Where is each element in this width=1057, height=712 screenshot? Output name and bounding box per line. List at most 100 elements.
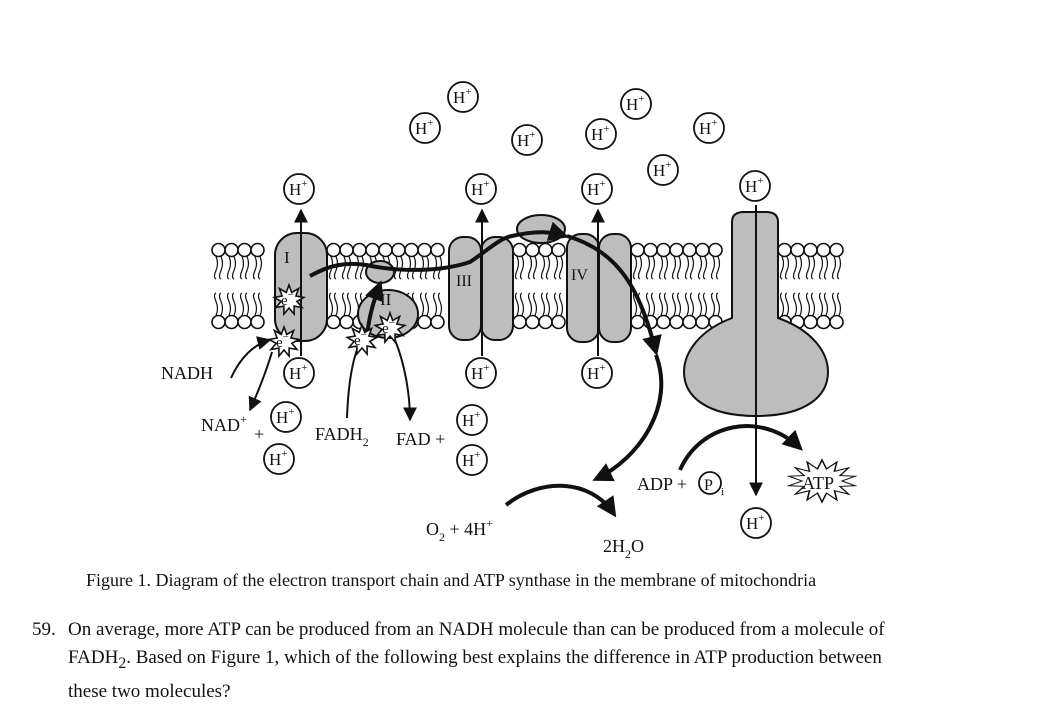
lipid-head	[211, 242, 226, 258]
lipid-tail	[257, 292, 263, 316]
lipid-tail	[252, 256, 258, 280]
lipid-head	[643, 242, 658, 258]
lipid-head	[430, 242, 445, 258]
atp-burst: ATP	[786, 458, 858, 504]
lipid-tail	[333, 292, 339, 316]
proton-ion: H+	[465, 357, 497, 389]
lipid-tail	[354, 256, 360, 280]
lipid-head	[656, 314, 671, 330]
lipid-tail	[519, 256, 525, 280]
lipid-tail	[658, 256, 664, 280]
question-line-1: On average, more ATP can be produced fro…	[68, 619, 885, 640]
lipid-tail	[328, 292, 334, 316]
lipid-tail	[244, 256, 250, 280]
proton-ion-label: H+	[289, 178, 308, 199]
nad-plus-label: NAD+	[201, 412, 247, 435]
lipid-tail	[252, 292, 258, 316]
proton-ion: H+	[283, 173, 315, 205]
atp-starburst	[786, 458, 858, 504]
lipid-tail	[836, 256, 842, 280]
lipid-tail	[710, 292, 716, 316]
lipid-head	[391, 242, 406, 258]
lipid-head	[339, 314, 354, 330]
lipid-tail	[697, 292, 703, 316]
lipid-tail	[527, 292, 533, 316]
lipid-head	[630, 242, 645, 258]
lipid-tail	[419, 292, 425, 316]
lipid-tail	[527, 256, 533, 280]
proton-ion-label: H+	[699, 117, 718, 138]
lipid-head	[538, 314, 553, 330]
question-fadh-sub: 2	[118, 654, 127, 672]
proton-ion: H+	[456, 444, 488, 476]
lipid-head	[816, 242, 831, 258]
lipid-tail	[779, 292, 785, 316]
water-label: 2H2O	[603, 536, 644, 561]
lipid-tail	[710, 256, 716, 280]
lipid-tail	[831, 256, 837, 280]
complex-iv-label: IV	[571, 267, 588, 284]
lipid-tail	[658, 292, 664, 316]
proton-ion: H+	[465, 173, 497, 205]
lipid-head	[326, 314, 341, 330]
electron-label: e−	[281, 289, 294, 309]
electron-burst	[344, 322, 380, 357]
lipid-head	[695, 314, 710, 330]
proton-ion: H+	[447, 81, 479, 113]
lipid-head	[816, 314, 831, 330]
proton-ion-label: H+	[653, 159, 672, 180]
proton-ion: H+	[581, 357, 613, 389]
lipid-tail	[784, 256, 790, 280]
lipid-tail	[532, 292, 538, 316]
figure-caption: Figure 1. Diagram of the electron transp…	[86, 570, 817, 590]
proton-ion: H+	[739, 170, 771, 202]
lipid-head	[656, 242, 671, 258]
lipid-tail	[792, 292, 798, 316]
lipid-tail	[637, 256, 643, 280]
water-rest: O	[631, 536, 644, 556]
question-number: 59.	[32, 619, 56, 640]
lipid-head	[512, 242, 527, 258]
electron-flow-arrows	[309, 221, 803, 518]
lipid-tail	[792, 256, 798, 280]
lipid-head	[404, 242, 419, 258]
lipid-tail	[684, 292, 690, 316]
proton-ion-label: H+	[517, 129, 536, 150]
lipid-tail	[213, 292, 219, 316]
lipid-tail	[519, 292, 525, 316]
proton-ion-label: H+	[626, 93, 645, 114]
lipid-tail	[671, 256, 677, 280]
lipid-tail	[823, 292, 829, 316]
lipid-head	[512, 314, 527, 330]
proton-ions: H+H+H+H+H+H+H+H+H+H+H+H+H+H+H+H+H+H+H+	[263, 81, 772, 539]
lipid-tail	[558, 256, 564, 280]
lipid-head	[224, 314, 239, 330]
fadh2-text: FADH	[315, 424, 363, 444]
lipid-head	[250, 242, 265, 258]
electron: e−	[372, 310, 408, 345]
proton-ion-label: H+	[462, 409, 481, 430]
lipid-tail	[514, 292, 520, 316]
lipid-tail	[663, 292, 669, 316]
cytochrome-c	[516, 214, 566, 244]
nad-plus-text: NAD	[201, 415, 240, 435]
complex-i-label: I	[284, 248, 290, 267]
fad-plus-label: FAD +	[396, 429, 445, 449]
lipid-tail	[346, 292, 352, 316]
lipid-head	[777, 242, 792, 258]
water-sub: 2	[625, 547, 631, 561]
lipid-head	[237, 242, 252, 258]
question-block: 59. On average, more ATP can be produced…	[32, 616, 1032, 706]
proton-ion: H+	[693, 112, 725, 144]
proton-ion-label: H+	[462, 449, 481, 470]
lipid-tail	[239, 292, 245, 316]
lipid-tail	[341, 292, 347, 316]
proton-ion: H+	[283, 357, 315, 389]
lipid-tail	[346, 256, 352, 280]
lipid-tail	[810, 256, 816, 280]
question-fadh: FADH	[68, 647, 119, 668]
lipid-tail	[545, 292, 551, 316]
lipid-tail	[532, 256, 538, 280]
electron-burst	[372, 310, 408, 345]
lipid-tail	[650, 292, 656, 316]
